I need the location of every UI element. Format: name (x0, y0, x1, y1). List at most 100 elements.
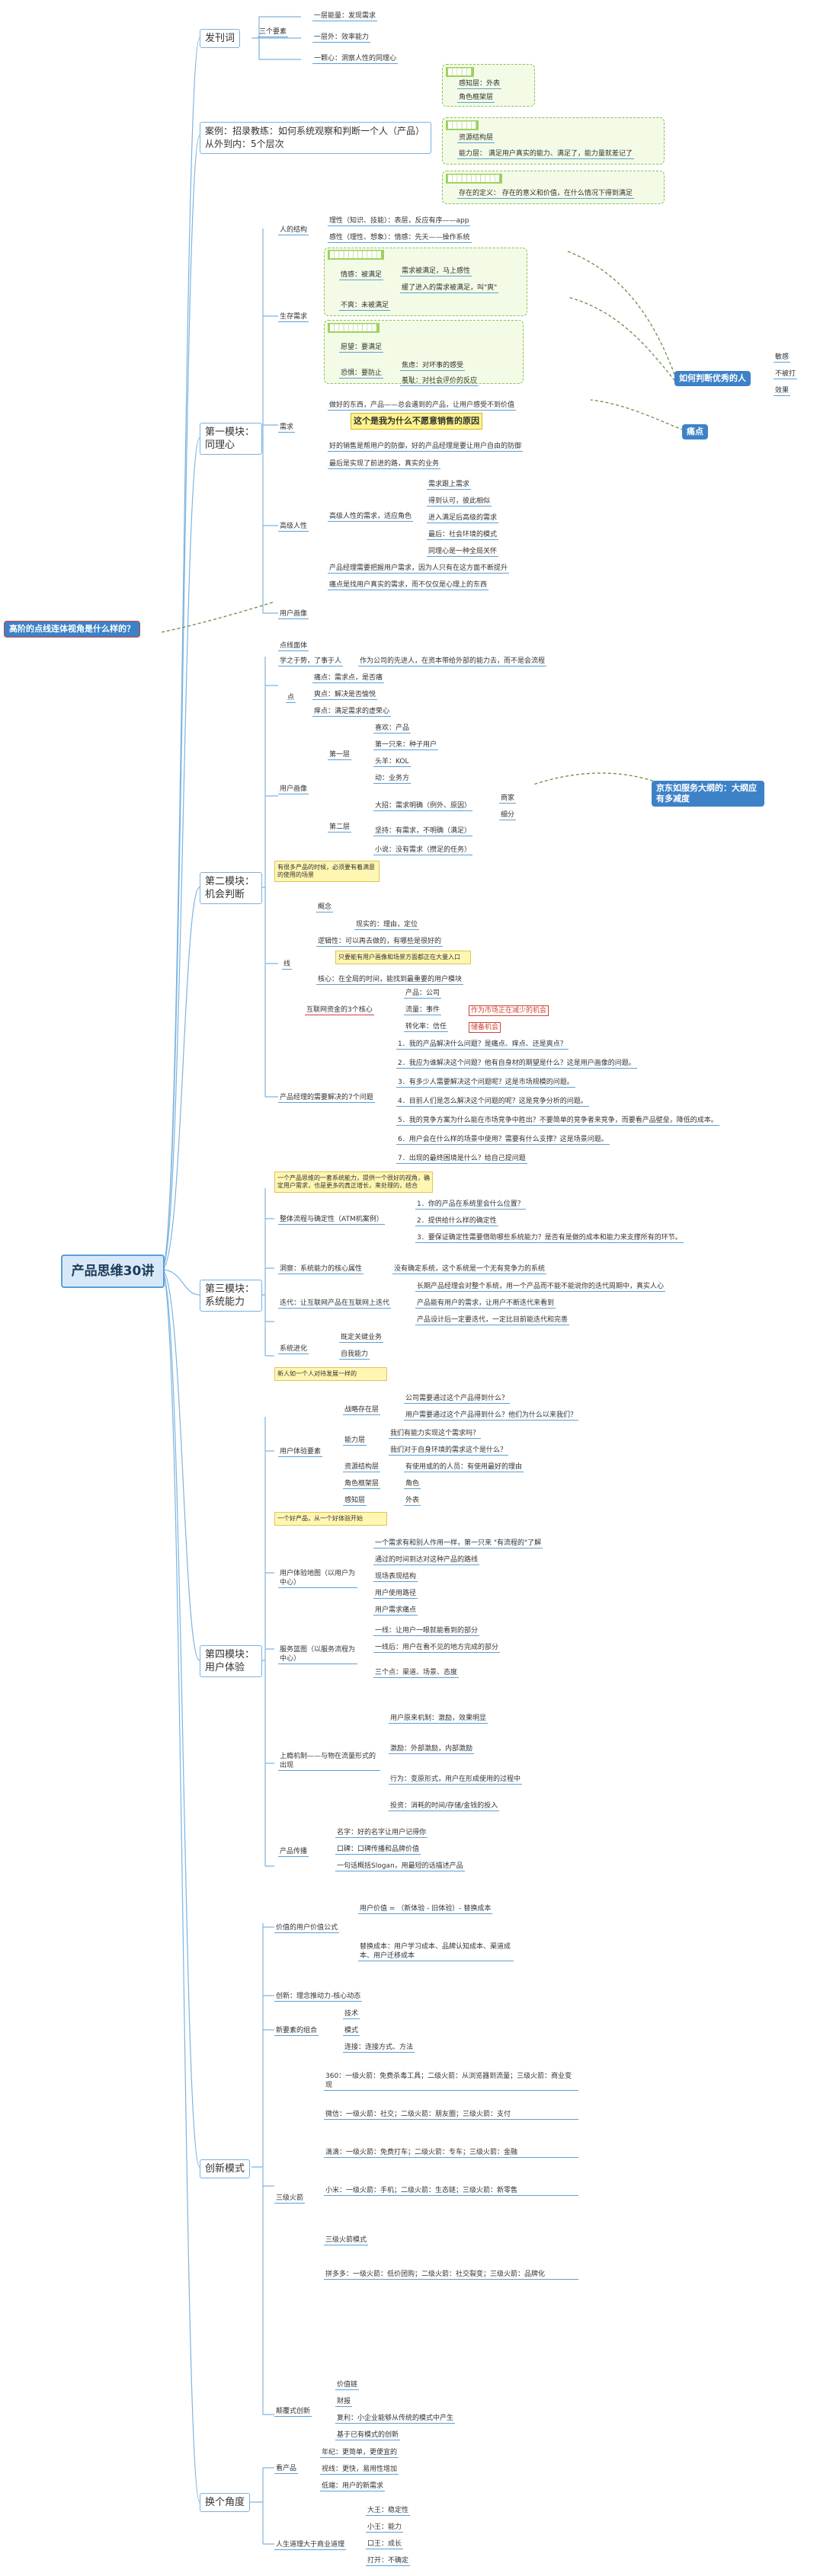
point-node: 点 (286, 694, 296, 703)
s1a-item: 用户需要通过这个产品得到什么？他们为什么以来我们？ (404, 1411, 579, 1421)
s5-item: 一句话概括Slogan，用最短的话描述产品 (335, 1862, 465, 1871)
s1-item: 用户价值 = （新体验 - 旧体验）- 替换成本 (358, 1905, 493, 1914)
module-opportunity[interactable]: 第二模块：机会判断 (200, 872, 262, 904)
interconnect: 互联网资金的3个核心 (305, 1006, 374, 1015)
s1c-item: 外表 (404, 1497, 421, 1506)
layer-item: 资源结构层 (457, 134, 495, 143)
s5-item: 口碑：口碑传播和品牌价值 (335, 1846, 421, 1855)
innov-s2: 创新：理念推动力-核心动态 (274, 1993, 363, 2002)
user-item: 最后是实现了前进的路，真实的业务 (328, 460, 441, 469)
s2-item: 小王：能力 (366, 2523, 404, 2533)
ic-item: 产品：公司 (404, 989, 442, 999)
module-system[interactable]: 第三模块：系统能力 (200, 1280, 262, 1312)
line-node: 线 (282, 960, 293, 970)
system-s2: 洞察：系统能力的核心属性 (278, 1265, 364, 1274)
right-small: 细分 (499, 811, 517, 820)
module-angle[interactable]: 换个角度 (200, 2493, 251, 2512)
angle-s2: 人生道理大于商业道理 (274, 2541, 347, 2550)
yellow-note: 一个产品思维的一套系统能力，提供一个很好的视角，确定用户需求，也是更多的真正增长… (274, 1171, 433, 1193)
ux-s1: 用户体验要素 (278, 1448, 323, 1457)
survival-need: 生存需求 (278, 313, 309, 322)
s2-item: 用户需求痛点 (373, 1606, 418, 1616)
layer-item: 愿望：要满足 (339, 344, 384, 353)
s2-item: 一个需求有和别人作用一样，第一只来 "有流程的"了解 (373, 1539, 543, 1548)
callout-pain[interactable]: 痛点 (682, 424, 708, 439)
layer-item: 角色框架层 (457, 94, 495, 103)
s1-item: 低端：用户的新需求 (320, 2482, 386, 2491)
l2-item: 大招：需求明确（例外、原因） (373, 802, 473, 811)
line-item: 现实的：理由，定位 (354, 921, 420, 930)
point-item: 痛点：需求点，是否痛 (312, 674, 385, 683)
s4-item: 自我能力 (339, 1350, 370, 1360)
point-item: 痒点：满足需求的虚荣心 (312, 708, 392, 717)
l2-item: 小说：没有需求（攒足的任务） (373, 846, 473, 855)
angle-s1: 看产品 (274, 2465, 299, 2474)
layer-item: 恐惧：要防止 (339, 369, 384, 379)
user-circle: 用户画像 (278, 610, 309, 619)
line-item: 核心：在全局的时间，能找到最重要的用户模块 (316, 976, 464, 985)
module-ux[interactable]: 第四模块：用户体验 (200, 1645, 262, 1677)
s1-item: 替换成本：用户学习成本、品牌认知成本、渠道成本、用户迁移成本 (358, 1942, 514, 1961)
outstanding-item: 敏感 (774, 353, 791, 363)
pain-title: 这个是我为什么不愿意销售的原因 (351, 413, 482, 430)
callout-outstanding[interactable]: 如何判断优秀的人 (674, 371, 751, 386)
module-innovation[interactable]: 创新模式 (200, 2159, 251, 2178)
root-topic[interactable]: 产品思维30讲 (61, 1254, 165, 1288)
module-empathy[interactable]: 第一模块：同理心 (200, 423, 262, 455)
l1-item: 第一只来：种子用户 (373, 741, 439, 750)
s3-item: 长期产品经理会对整个系统，用一个产品而不能不能说你的迭代周期中，真实人心 (415, 1283, 666, 1292)
element-item: 一层能量：发现需求 (312, 12, 378, 21)
ic-item: 转化率：信任 (404, 1023, 449, 1032)
innov-s1: 价值的用户价值公式 (274, 1924, 340, 1933)
need-item: 做好的东西，产品——总会遇到的产品，让用户感受不到价值 (328, 401, 517, 411)
sub-item: 焦虑：对坏事的感受 (400, 362, 466, 371)
innov-s5: 颠覆式创新 (274, 2408, 312, 2417)
question: 6．用户会在什么样的场景中使用？需要有什么支撑？这是场景问题。 (396, 1136, 610, 1145)
s3-item: 产品设计后一定要迭代，一定比目前能迭代和完善 (415, 1316, 570, 1325)
point-item: 爽点：解决是否愉悦 (312, 691, 378, 700)
yellow-note: 有很多产品的时候，必须要有着满意的使用的场景 (274, 861, 380, 882)
outstanding-item: 不被打 (774, 370, 798, 379)
s1a: 战略存在层 (343, 1406, 381, 1415)
s1b-item: 我们对于自身环境的需求这个是什么？ (389, 1446, 509, 1456)
beyond-node: 高级人性 (278, 523, 309, 532)
s3-item: 产品能有用户的需求，让用户不断迭代来看到 (415, 1299, 556, 1309)
s3-item: 一线后：用户在看不见的地方完成的部分 (373, 1644, 501, 1653)
callout-jd[interactable]: 京东如服务大纲的：大纲应有多减度 (652, 781, 764, 807)
innov-s3: 新要素的组合 (274, 2027, 319, 2036)
question: 2．我应为谁解决这个问题？他有自身材的期望是什么？这是用户画像的问题。 (396, 1059, 637, 1069)
case-node[interactable]: 案例：招录教练：如何系统观察和判断一个人（产品）从外到内：5个层次 (200, 122, 431, 154)
green-header: ▉▉▉▉▉ (446, 67, 474, 77)
s1a-item: 公司需要通过这个产品得到什么？ (404, 1395, 511, 1404)
s1c-item: 有使用或的的人员：有使用最好的理由 (404, 1463, 524, 1472)
layer-item: 不爽：未被满足 (339, 302, 391, 311)
green-header: ▉▉▉▉▉▉ (446, 120, 479, 130)
layer-item: 能力层： 满足用户真实的能力、满足了，能力量就差记了 (457, 150, 634, 159)
ux-s5: 产品传播 (278, 1848, 309, 1857)
l1-item: 动：业务方 (373, 775, 412, 784)
outstanding-item: 效果 (774, 387, 791, 396)
yellow-note: 新人如一个人对待发展一样的 (274, 1367, 387, 1381)
s4-item: 拼多多：一级火箭：低价团购；二级火箭：社交裂变；三级火箭：品牌化 (324, 2270, 578, 2280)
line-item: 概念 (316, 903, 334, 912)
green-header: ▉▉▉▉▉▉▉▉▉▉▉ (328, 250, 384, 260)
s3-item: 三个点：渠道、场景、态度 (373, 1669, 460, 1678)
system-s4: 系统进化 (278, 1345, 309, 1354)
s5-foot: 基于已有模式的创新 (335, 2431, 401, 2440)
s4-item: 360：一级火箭：免费杀毒工具；二级火箭：从浏览器到流量；三级火箭：商业变现 (324, 2072, 578, 2091)
module-preface[interactable]: 发刊词 (200, 29, 241, 48)
s3-item: 一线：让用户一眼就能看到的部分 (373, 1627, 480, 1636)
innov-s4: 三级火箭 (274, 2194, 306, 2204)
green-header: ▉▉▉▉▉▉▉▉▉▉ (328, 323, 380, 333)
yellow-note: 一个好产品，从一个好体验开始 (274, 1512, 387, 1526)
left-callout[interactable]: 高阶的点线连体视角是什么样的？ (4, 621, 140, 638)
l1-item: 喜欢：产品 (373, 724, 412, 733)
s1c-item: 角色 (404, 1480, 421, 1489)
person-struct: 人的结构 (278, 226, 309, 235)
s2-item: 通过的时间到达对这种产品的路线 (373, 1556, 480, 1565)
layer-item: 感知层：外表 (457, 80, 502, 89)
question: 1．我的产品解决什么问题？是痛点、痒点、还是爽点？ (396, 1040, 569, 1050)
s1-item: 视线：更快，易用性增加 (320, 2466, 399, 2475)
point-line: 点线面体 (278, 642, 309, 651)
